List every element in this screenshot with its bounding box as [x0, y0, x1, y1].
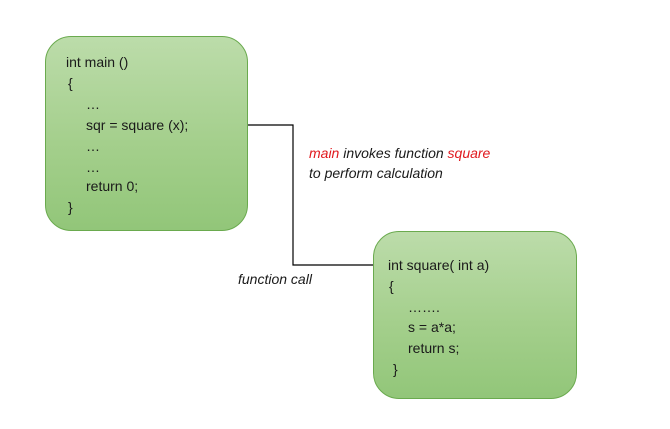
main-keyword: main	[309, 145, 340, 161]
square-function-box	[373, 231, 577, 399]
square-open-brace: {	[389, 278, 394, 294]
main-ellipsis-1: …	[86, 96, 100, 112]
main-signature: int main ()	[66, 54, 129, 70]
square-close-brace: }	[393, 361, 398, 377]
main-close-brace: }	[68, 199, 73, 215]
main-open-brace: {	[68, 75, 73, 91]
square-assign-statement: s = a*a;	[408, 319, 456, 335]
invokes-text: invokes function	[339, 145, 448, 161]
main-ellipsis-2: …	[86, 138, 100, 154]
main-ellipsis-3: …	[86, 159, 100, 175]
square-return-statement: return s;	[408, 340, 460, 356]
invocation-annotation-line-1: main invokes function square	[309, 144, 490, 162]
square-keyword: square	[447, 145, 491, 161]
square-signature: int square( int a)	[388, 257, 490, 273]
function-call-label: function call	[238, 271, 312, 287]
main-return-statement: return 0;	[86, 178, 139, 194]
main-function-box	[45, 36, 248, 231]
connector-line	[205, 124, 387, 270]
square-ellipsis: …….	[408, 299, 440, 315]
main-call-statement: sqr = square (x);	[86, 117, 189, 133]
invocation-annotation-line-2: to perform calculation	[309, 165, 443, 181]
